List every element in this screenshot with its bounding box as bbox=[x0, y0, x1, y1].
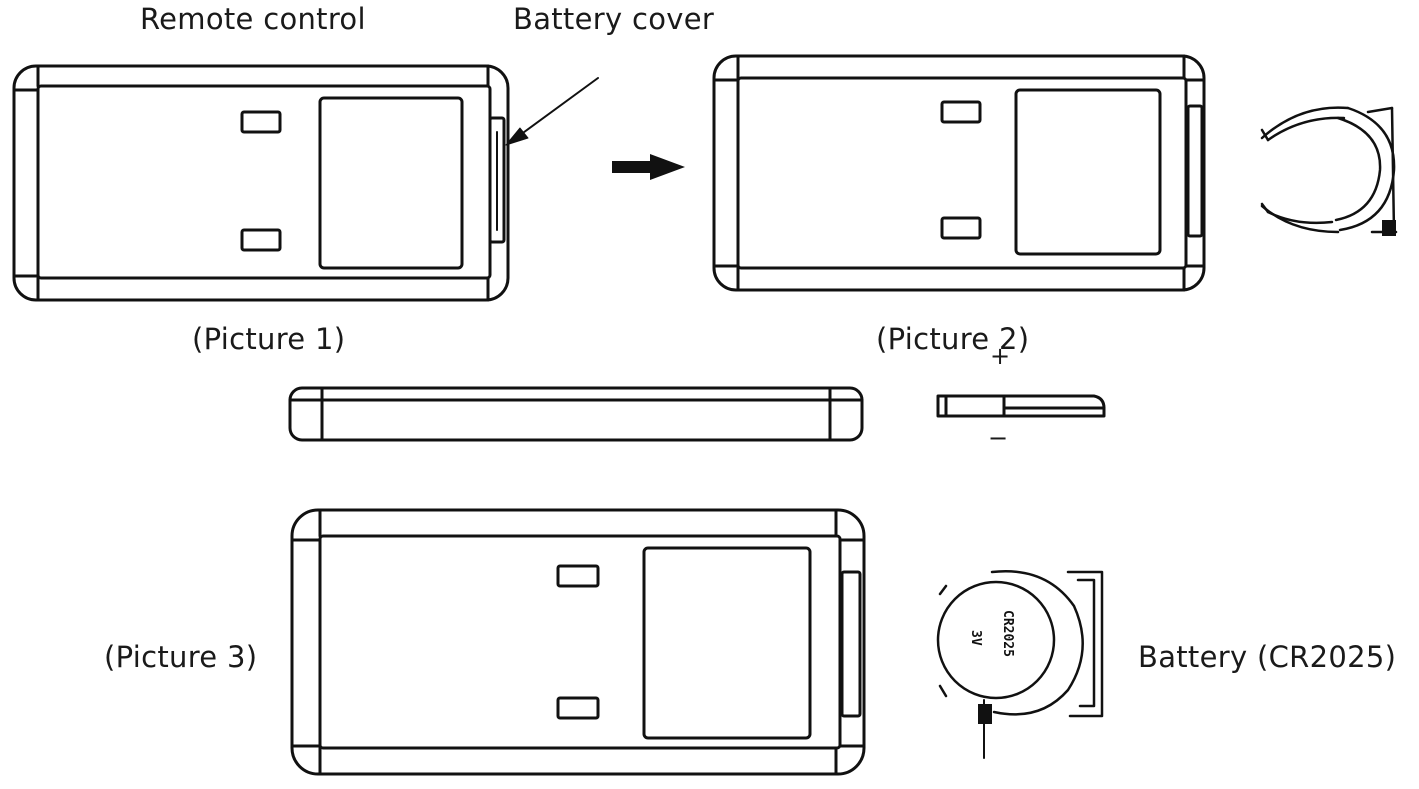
label-battery-cover: Battery cover bbox=[513, 2, 715, 36]
picture-3-remote bbox=[290, 508, 866, 776]
picture-2-remote bbox=[712, 54, 1206, 292]
battery-inserted bbox=[936, 570, 1104, 759]
battery-holder-empty bbox=[1260, 106, 1398, 236]
label-minus-terminal: − bbox=[988, 424, 1009, 452]
label-picture-3: (Picture 3) bbox=[104, 640, 258, 674]
battery-engraving: CR2025 3V bbox=[968, 610, 1015, 657]
battery-cover-pointer bbox=[505, 77, 599, 146]
remote-side-view bbox=[288, 386, 864, 442]
battery-model-text: CR2025 bbox=[1000, 610, 1015, 657]
label-picture-1: (Picture 1) bbox=[192, 322, 346, 356]
battery-brand-text: 3V bbox=[968, 630, 983, 646]
step-arrow-icon bbox=[612, 154, 685, 180]
label-plus-terminal: + bbox=[990, 342, 1011, 370]
label-picture-2: (Picture 2) bbox=[876, 322, 1030, 356]
picture-1-remote bbox=[12, 64, 510, 302]
label-remote-control: Remote control bbox=[140, 2, 366, 36]
battery-side-view bbox=[936, 394, 1106, 418]
label-battery: Battery (CR2025) bbox=[1138, 640, 1397, 674]
